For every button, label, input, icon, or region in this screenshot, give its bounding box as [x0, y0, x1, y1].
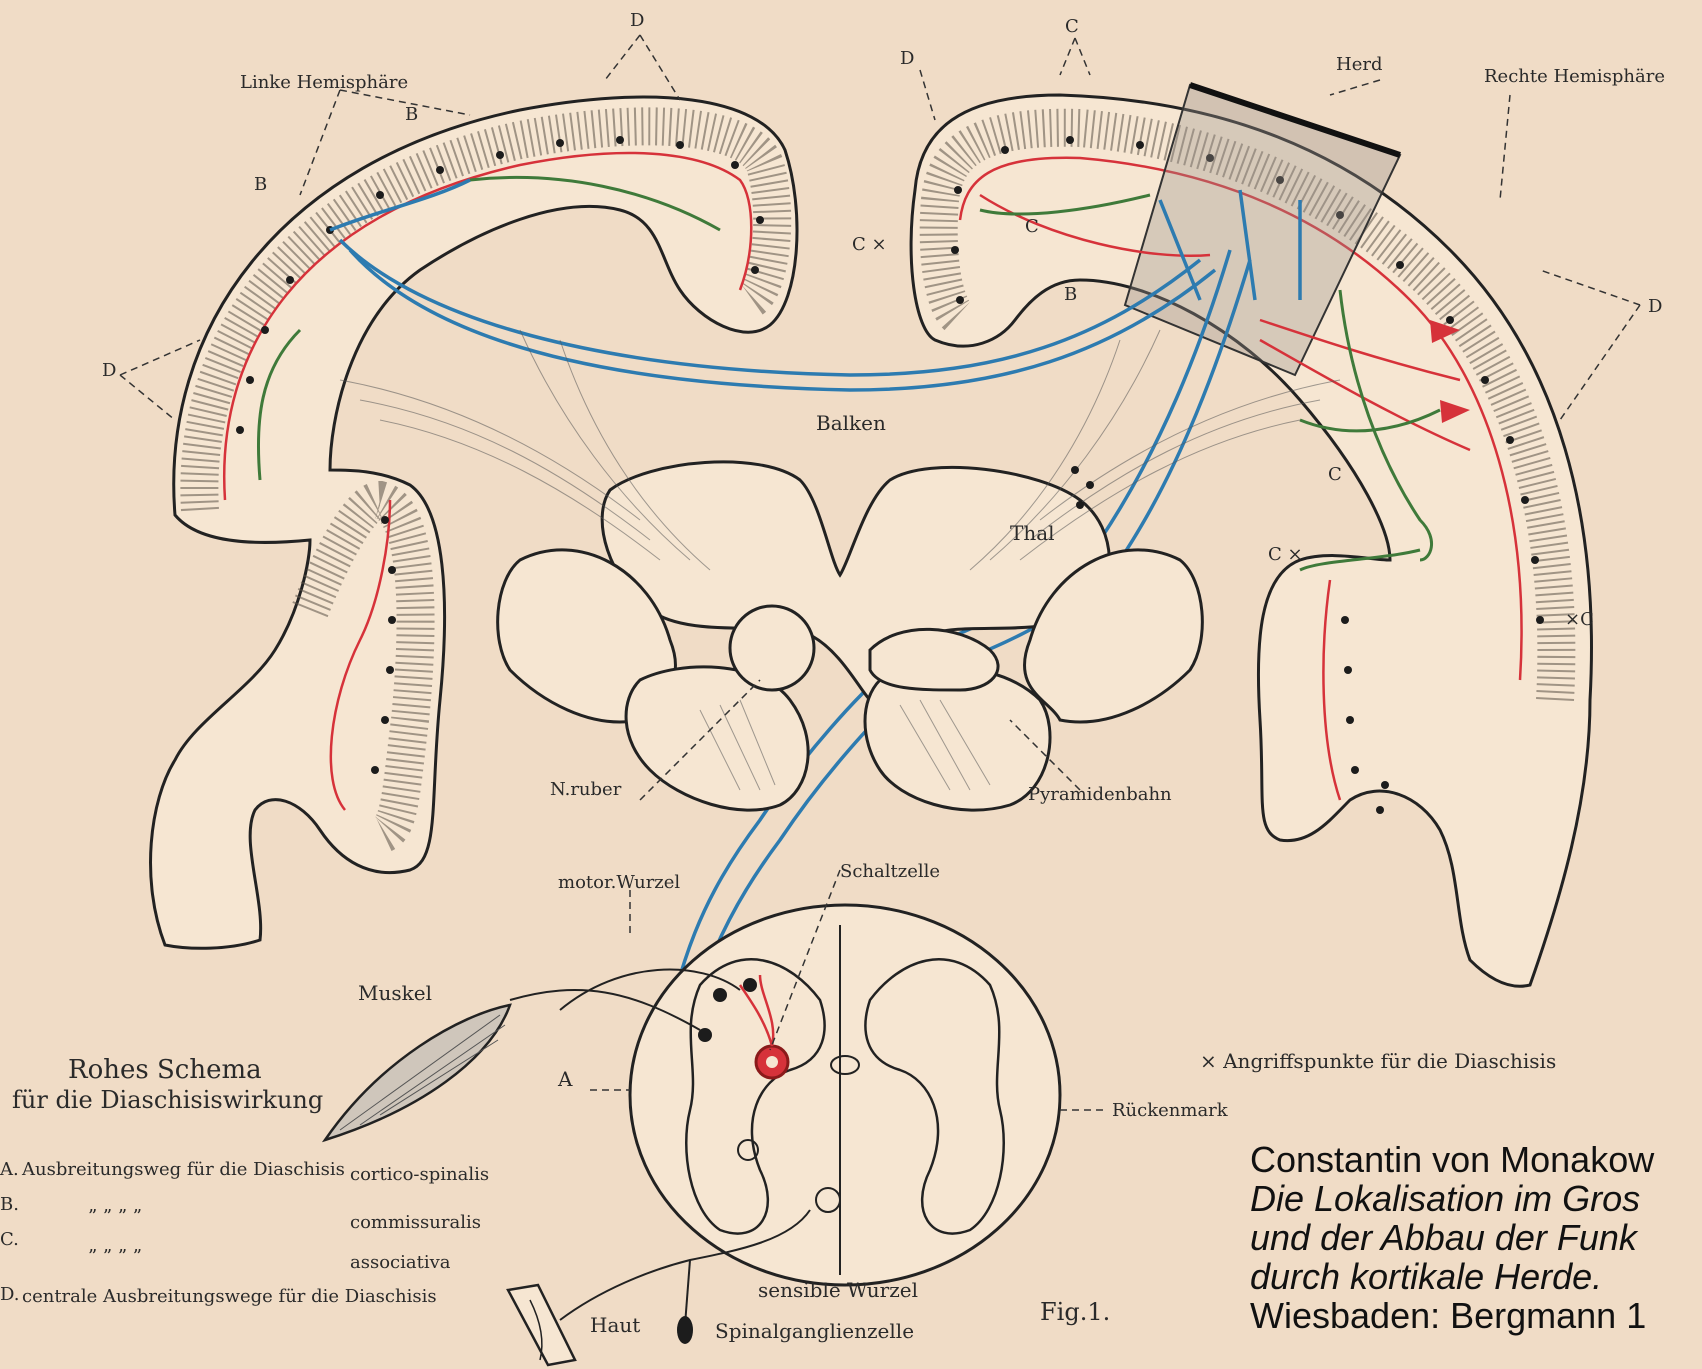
label-x-c-right: ×C	[1565, 609, 1594, 630]
label-b-right: B	[1064, 284, 1077, 305]
label-c-x-mid: C ×	[852, 234, 887, 255]
label-sensible-wurzel: sensible Wurzel	[758, 1278, 918, 1302]
legend-b-letter: B.	[0, 1194, 19, 1215]
label-herd: Herd	[1336, 54, 1382, 75]
label-muskel: Muskel	[358, 981, 432, 1005]
label-d-right: D	[1648, 296, 1662, 317]
label-schaltzelle: Schaltzelle	[840, 861, 940, 882]
legend-c-ditto: ” ” ” ”	[88, 1246, 142, 1267]
label-fig: Fig.1.	[1040, 1298, 1110, 1326]
legend: A. Ausbreitungsweg für die Diaschisis co…	[0, 1159, 489, 1307]
schema-title-line2: für die Diaschisiswirkung	[12, 1086, 323, 1114]
legend-a-letter: A.	[0, 1159, 19, 1180]
muskel-illustration	[325, 1005, 510, 1140]
label-rueckenmark: Rückenmark	[1112, 1100, 1229, 1121]
label-c-lower-right: C	[1328, 464, 1342, 485]
credit-author: Constantin von Monakow	[1250, 1140, 1702, 1179]
label-pyramidenbahn: Pyramidenbahn	[1028, 784, 1172, 805]
legend-b-kind: commissuralis	[350, 1212, 481, 1233]
legend-c-letter: C.	[0, 1229, 19, 1250]
legend-d-text: centrale Ausbreitungswege für die Diasch…	[22, 1286, 437, 1307]
legend-c-kind: associativa	[350, 1252, 451, 1273]
credit-title-line-2: und der Abbau der Funk	[1250, 1218, 1702, 1257]
label-d-top-mid: D	[900, 48, 914, 69]
label-n-ruber: N.ruber	[550, 779, 622, 800]
label-c-top: C	[1065, 16, 1079, 37]
label-b-inner-left: B	[405, 104, 418, 125]
schema-title-line1: Rohes Schema	[68, 1055, 262, 1085]
label-a: A	[557, 1067, 573, 1091]
label-c-x-right: C ×	[1268, 544, 1303, 565]
label-d-left: D	[102, 360, 116, 381]
source-credit: Constantin von Monakow Die Lokalisation …	[1250, 1140, 1702, 1369]
label-motor-wurzel: motor.Wurzel	[558, 872, 680, 893]
legend-a-kind: cortico-spinalis	[350, 1164, 489, 1185]
label-linke-hemisphaere: Linke Hemisphäre	[240, 72, 408, 93]
label-balken: Balken	[816, 411, 886, 435]
credit-publisher: Wiesbaden: Bergmann 1	[1250, 1296, 1702, 1335]
credit-title-line-1: Die Lokalisation im Gros	[1250, 1179, 1702, 1218]
haut-illustration	[508, 1285, 575, 1365]
label-c-right: C	[1025, 216, 1039, 237]
label-haut: Haut	[590, 1313, 640, 1337]
label-spinalganglienzelle: Spinalganglienzelle	[715, 1319, 914, 1343]
credit-title-line-3: durch kortikale Herde.	[1250, 1257, 1702, 1296]
schema-title: Rohes Schema für die Diaschisiswirkung	[12, 1055, 323, 1114]
label-d-top-left: D	[630, 10, 644, 31]
label-b-outer-left: B	[254, 174, 267, 195]
legend-d-letter: D.	[0, 1284, 20, 1305]
legend-b-ditto: ” ” ” ”	[88, 1206, 142, 1227]
legend-a-text: Ausbreitungsweg für die Diaschisis	[21, 1159, 345, 1180]
label-thal: Thal	[1010, 521, 1055, 545]
midbrain	[340, 330, 1340, 810]
label-rechte-hemisphaere: Rechte Hemisphäre	[1484, 66, 1665, 87]
angriff-note: × Angriffspunkte für die Diaschisis	[1200, 1049, 1556, 1073]
